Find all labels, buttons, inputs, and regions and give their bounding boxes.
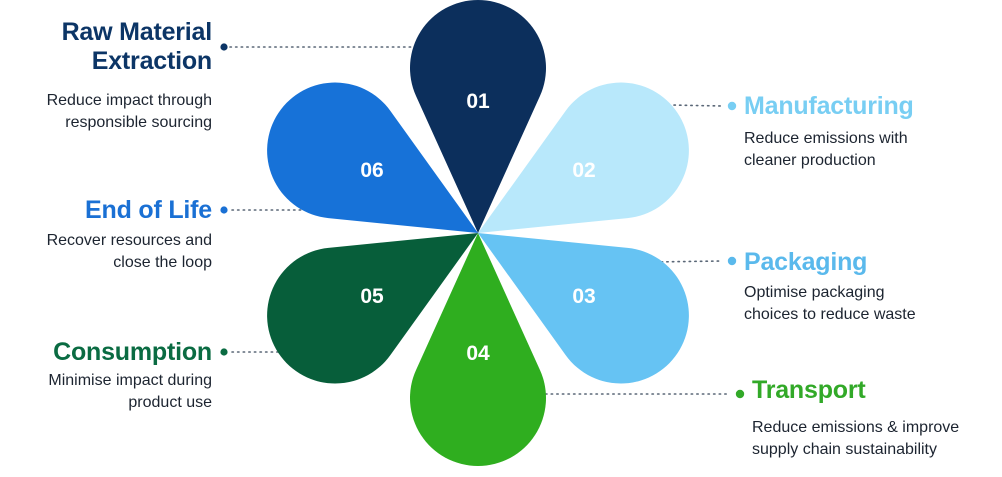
connector-dot-02	[727, 101, 737, 111]
stage-title-06: End of Life	[85, 196, 212, 225]
stage-description-01: Reduce impact through responsible sourcin…	[47, 90, 212, 134]
stage-title-line: Packaging	[744, 248, 868, 276]
petal-01	[410, 0, 546, 233]
stage-title-02: Manufacturing	[744, 92, 914, 121]
stage-title-line: Transport	[752, 376, 866, 404]
stage-description-line: responsible sourcing	[65, 114, 212, 131]
stage-title-04: Transport	[752, 376, 866, 405]
stage-description-line: Reduce impact through	[46, 92, 212, 109]
petal-number-01: 01	[466, 90, 490, 113]
petal-04	[410, 233, 547, 466]
stage-description-05: Minimise impact during product use	[48, 370, 212, 414]
stage-description-04: Reduce emissions & improve supply chain s…	[752, 417, 959, 461]
stage-title-line: Extraction	[91, 47, 212, 75]
petal-number-04: 04	[466, 342, 490, 365]
connector-dot-03	[727, 256, 737, 266]
connector-dot-05	[220, 348, 228, 356]
stage-description-line: Reduce emissions with	[744, 130, 908, 147]
petal-02	[478, 82, 689, 233]
stage-description-line: choices to reduce waste	[744, 306, 916, 323]
connector-dot-06	[220, 206, 228, 214]
stage-title-line: Consumption	[53, 338, 212, 366]
stage-description-line: cleaner production	[744, 152, 876, 169]
stage-title-line: Manufacturing	[744, 92, 914, 120]
petal-number-03: 03	[572, 285, 595, 308]
stage-title-03: Packaging	[744, 248, 867, 277]
connector-dot-01	[220, 43, 228, 51]
stage-description-03: Optimise packaging choices to reduce wast…	[744, 282, 916, 326]
stage-description-06: Recover resources and close the loop	[47, 230, 212, 274]
stage-description-line: close the loop	[113, 254, 212, 271]
petal-number-05: 05	[360, 285, 384, 308]
stage-description-02: Reduce emissions with cleaner production	[744, 128, 908, 172]
petal-06	[267, 82, 478, 233]
stage-title-05: Consumption	[53, 338, 212, 367]
stage-description-line: Recover resources and	[46, 232, 212, 249]
petal-number-06: 06	[360, 159, 383, 182]
petal-number-02: 02	[572, 159, 595, 182]
stage-description-line: Optimise packaging	[744, 284, 885, 301]
stage-title-line: Raw Material	[61, 18, 213, 46]
stage-description-line: Minimise impact during	[48, 372, 212, 389]
stage-description-line: Reduce emissions & improve	[752, 419, 960, 436]
petal-03	[478, 233, 689, 384]
stage-description-line: product use	[128, 394, 212, 411]
stage-title-line: End of Life	[85, 196, 212, 224]
connector-dot-04	[735, 389, 745, 399]
petal-05	[267, 233, 478, 384]
stage-description-line: supply chain sustainability	[752, 441, 937, 458]
